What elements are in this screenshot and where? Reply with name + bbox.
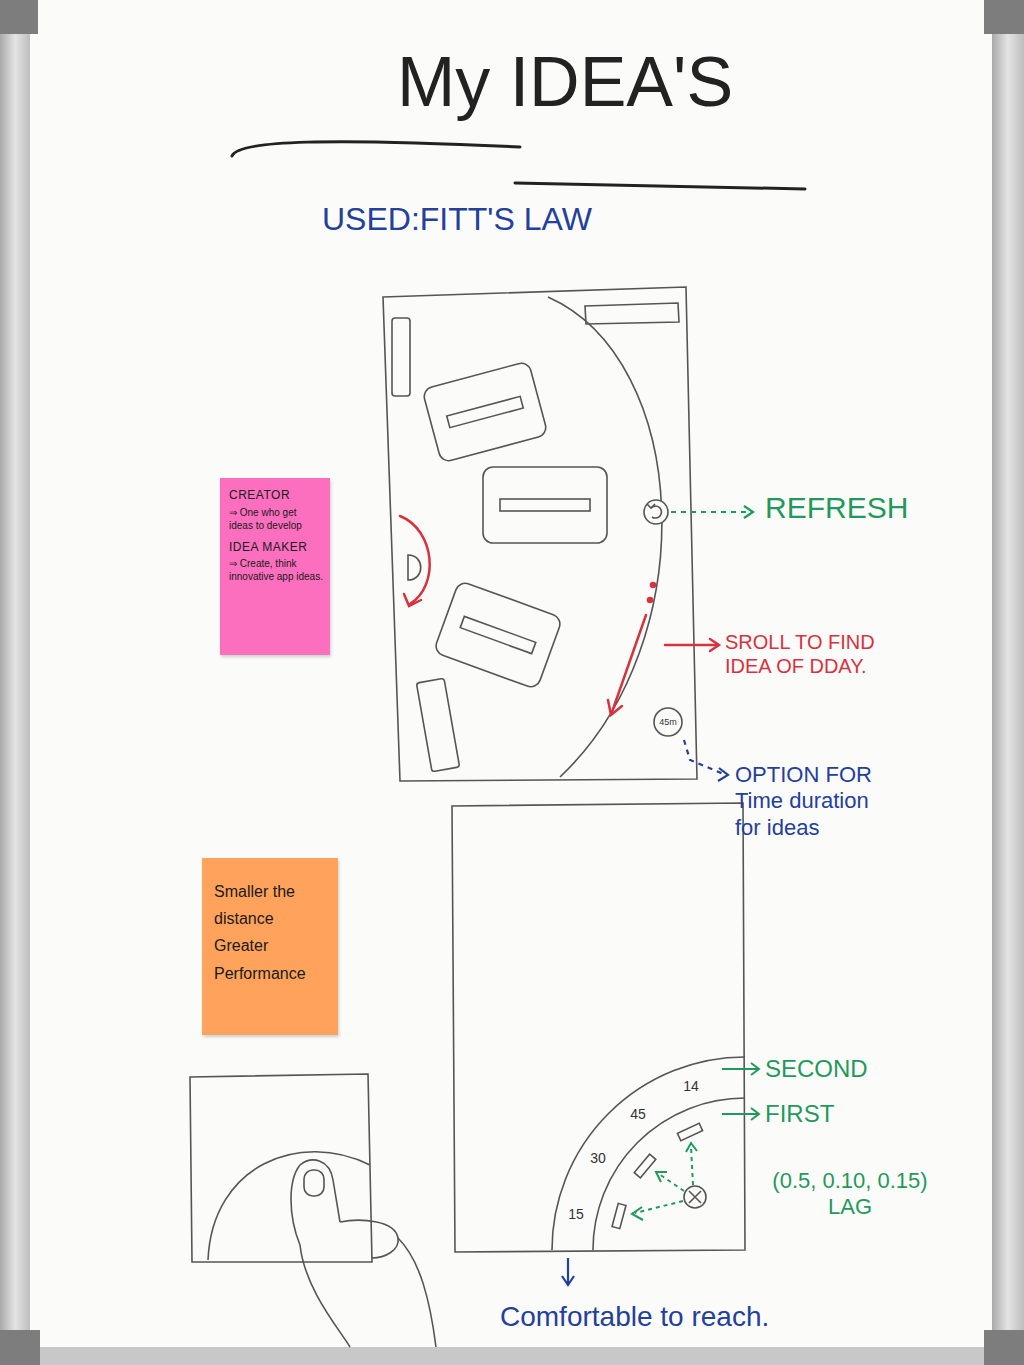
- phone-sketch-top: [433, 580, 562, 689]
- callout-label: OPTION FOR Time duration for ideas: [735, 762, 895, 841]
- time-option-number: 30: [590, 1150, 606, 1167]
- swipe-arrow: [400, 516, 430, 604]
- board-frame: [0, 1347, 1024, 1365]
- swipe-arrow: [404, 594, 421, 606]
- sticky-note: CREATOR ⇒ One who get ideas to developIDE…: [220, 478, 330, 655]
- hand-holding-phone: [291, 1160, 340, 1245]
- phone-sketch-bottom: [612, 1203, 626, 1228]
- thumb-reach-arrows: [686, 1143, 697, 1152]
- phone-sketch-top: [654, 708, 682, 736]
- board-frame: [0, 0, 38, 34]
- phone-sketch-top: [383, 287, 697, 781]
- swipe-arrow: [651, 583, 655, 587]
- thumb-reach-arrows: [632, 1207, 643, 1220]
- board-title: My IDEA'S: [330, 40, 800, 124]
- phone-sketch-bottom: [684, 1186, 706, 1208]
- phone-sketch-top: [460, 616, 536, 653]
- thumb-reach-arrows: [656, 1172, 667, 1182]
- thumb-reach-arrows: [691, 1147, 693, 1185]
- title-underline: [232, 142, 520, 156]
- thumb-reach-arrows: [659, 1174, 684, 1191]
- swipe-arrow: [648, 598, 652, 602]
- title-underline: [232, 142, 805, 189]
- phone-sketch-top: [392, 318, 410, 396]
- time-option-leader: [684, 740, 728, 781]
- phone-sketch-bottom: [452, 803, 745, 1252]
- swipe-arrow: [608, 700, 622, 715]
- thumb-reach-arrows: [722, 1113, 758, 1115]
- reach-arrow: [567, 1258, 569, 1284]
- board-frame: [0, 0, 30, 1365]
- board-frame: [984, 0, 1024, 34]
- refresh-leader: [744, 506, 753, 518]
- time-button-label: 45m: [659, 717, 677, 728]
- callout-label: Comfortable to reach.: [500, 1300, 769, 1334]
- callout-label: SECOND: [765, 1055, 868, 1084]
- note-heading: CREATOR: [229, 488, 323, 504]
- callout-label: FIRST: [765, 1100, 834, 1129]
- thumb-reach-arrows: [632, 1063, 759, 1220]
- phone-sketch-top: [500, 499, 590, 511]
- title-underline: [515, 183, 805, 189]
- hand-holding-phone: [190, 1074, 372, 1262]
- hand-holding-phone: [398, 1238, 436, 1347]
- phone-sketch-top: [422, 361, 548, 463]
- board-frame: [992, 0, 1024, 1365]
- thumb-reach-arrows: [751, 1063, 759, 1075]
- phone-sketch-top: [422, 361, 548, 463]
- phone-sketch-bottom: [593, 1098, 745, 1250]
- phone-sketch-bottom: [634, 1154, 656, 1178]
- refresh-leader: [671, 506, 753, 518]
- hand-holding-phone: [208, 1152, 370, 1260]
- note-heading: IDEA MAKER: [229, 540, 323, 556]
- callout-label: REFRESH: [765, 490, 908, 526]
- hand-holding-phone: [304, 1170, 324, 1196]
- reach-arrow: [562, 1276, 574, 1285]
- phone-sketch-top: [647, 504, 655, 508]
- law-note: USED:FITT'S LAW: [322, 200, 592, 238]
- phone-sketch-top: [447, 396, 524, 427]
- time-option-leader: [718, 768, 728, 781]
- reach-arrow: [562, 1258, 574, 1285]
- sticky-note: Smaller the distance Greater Performance: [202, 858, 338, 1035]
- note-heading: Smaller the distance Greater Performance: [214, 878, 328, 987]
- phone-sketch-bottom: [689, 1191, 701, 1203]
- phone-sketch-top: [408, 555, 421, 580]
- time-option-number: 14: [683, 1078, 699, 1095]
- phone-sketch-top: [548, 297, 662, 777]
- hand-holding-phone: [190, 1074, 436, 1347]
- note-body: ⇒ Create, think innovative app ideas.: [229, 557, 323, 583]
- swipe-arrow: [665, 644, 718, 647]
- board-frame: [0, 1330, 40, 1365]
- board-frame: [984, 1330, 1024, 1365]
- callout-label: (0.5, 0.10, 0.15) LAG: [750, 1168, 950, 1221]
- phone-sketch-top: [483, 467, 607, 543]
- time-option-number: 45: [630, 1106, 646, 1123]
- thumb-reach-arrows: [751, 1108, 759, 1120]
- swipe-arrow: [710, 639, 719, 651]
- phone-sketch-bottom: [677, 1123, 702, 1140]
- phone-sketch-bottom: [552, 1057, 745, 1250]
- phone-sketch-top: [585, 303, 679, 324]
- hand-holding-phone: [300, 1245, 350, 1347]
- thumb-reach-arrows: [722, 1068, 758, 1070]
- phone-sketch-bottom: [452, 803, 745, 1252]
- phone-sketch-top: [483, 467, 607, 543]
- phone-sketch-top: [651, 506, 661, 518]
- swipe-arrow: [612, 615, 646, 712]
- phone-sketch-top: [416, 678, 459, 771]
- phone-sketch-top: [383, 287, 697, 781]
- hand-holding-phone: [340, 1220, 398, 1258]
- phone-sketch-top: [644, 500, 668, 524]
- swipe-arrow: [400, 516, 719, 715]
- callout-label: SROLL TO FIND IDEA OF DDAY.: [725, 630, 895, 678]
- note-body: ⇒ One who get ideas to develop: [229, 506, 323, 532]
- time-option-number: 15: [568, 1206, 584, 1223]
- phone-sketch-top: [433, 580, 562, 689]
- refresh-leader: [671, 511, 752, 513]
- thumb-reach-arrows: [635, 1201, 683, 1213]
- phone-sketch-top: [416, 678, 459, 771]
